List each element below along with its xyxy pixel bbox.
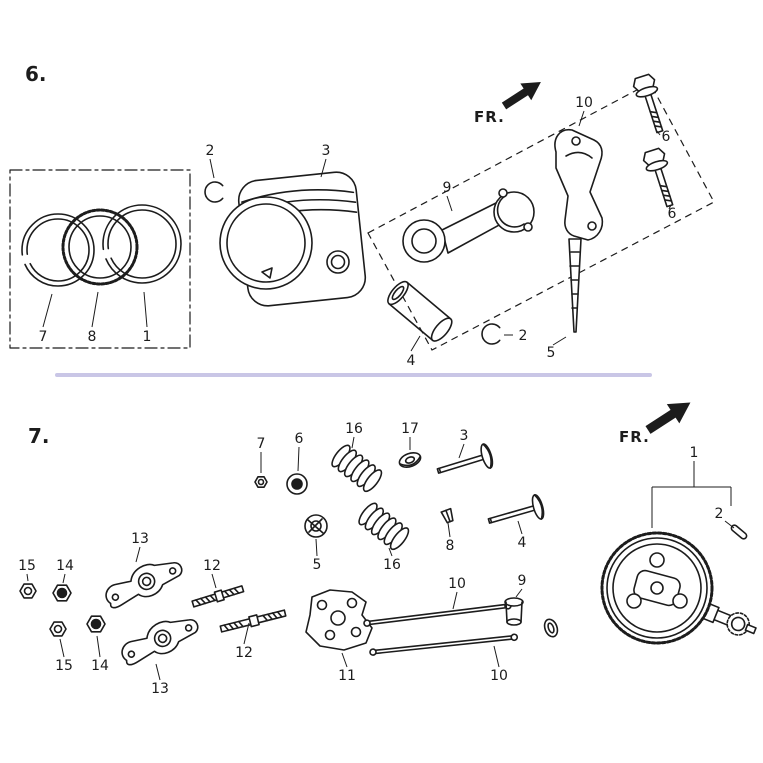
oil-dipper bbox=[568, 238, 582, 333]
stud-bolt-b bbox=[219, 609, 287, 633]
part-label: 7 bbox=[257, 436, 266, 452]
part-label: 8 bbox=[446, 538, 455, 554]
part-label: 12 bbox=[235, 645, 253, 661]
connecting-rod bbox=[402, 188, 535, 263]
part-label: 3 bbox=[322, 143, 331, 159]
part-label: 1 bbox=[143, 329, 152, 345]
adjusting-screw bbox=[286, 473, 308, 495]
rocker-arm-b bbox=[115, 607, 204, 672]
part-label: 14 bbox=[56, 558, 74, 574]
rod-bolt-b bbox=[640, 146, 682, 210]
lock-nut-a bbox=[19, 583, 37, 599]
part-label: 2 bbox=[519, 328, 528, 344]
valve-adjuster-a bbox=[52, 584, 72, 602]
piston-pin-clip-bottom bbox=[481, 323, 501, 345]
part-label: 2 bbox=[715, 506, 724, 522]
part-label: 4 bbox=[518, 535, 527, 551]
part-label: 9 bbox=[518, 573, 527, 589]
part-label: 10 bbox=[575, 95, 593, 111]
part-label: 13 bbox=[151, 681, 169, 697]
rod-cap bbox=[554, 128, 604, 241]
valve-exhaust bbox=[484, 492, 547, 534]
part-label: 1 bbox=[690, 445, 699, 461]
dowel-pin bbox=[730, 524, 748, 540]
camshaft-assembly bbox=[600, 531, 757, 645]
valve-intake bbox=[433, 442, 496, 484]
lock-nut-small bbox=[254, 476, 268, 488]
section-6-number: 6. bbox=[25, 62, 47, 86]
rocker-arm-a bbox=[99, 550, 188, 615]
part-label: 7 bbox=[39, 329, 48, 345]
fr-arrow-icon-bottom bbox=[641, 392, 697, 440]
valve-spring-bottom bbox=[355, 499, 413, 553]
section6-leader-lines bbox=[42, 110, 672, 352]
valve-spring-top bbox=[328, 441, 386, 495]
piston-pin-clip-top bbox=[204, 181, 224, 203]
piston-rings-group bbox=[9, 169, 191, 349]
part-label: 13 bbox=[131, 531, 149, 547]
part-label: 16 bbox=[383, 557, 401, 573]
fr-label-top: FR. bbox=[474, 108, 505, 126]
rod-bolt-a bbox=[630, 72, 672, 136]
spring-retainer bbox=[398, 452, 422, 468]
spring-seat bbox=[304, 514, 328, 538]
section7-leader-lines bbox=[26, 436, 735, 681]
push-rod-a bbox=[362, 601, 513, 628]
piston-ring-oil bbox=[61, 208, 139, 286]
part-label: 8 bbox=[88, 329, 97, 345]
part-label: 17 bbox=[401, 421, 419, 437]
part-label: 6 bbox=[662, 129, 671, 145]
part-label: 12 bbox=[203, 558, 221, 574]
valve-keepers bbox=[440, 507, 454, 524]
fr-indicator-top: FR. bbox=[474, 73, 547, 126]
part-label: 6 bbox=[295, 431, 304, 447]
part-label: 5 bbox=[547, 345, 556, 361]
section-divider bbox=[55, 373, 652, 377]
part-label: 2 bbox=[206, 143, 215, 159]
conrod-boundary-box bbox=[367, 82, 715, 351]
camshaft-label-bracket bbox=[651, 461, 732, 528]
lock-nut-b bbox=[49, 621, 67, 637]
part-label: 9 bbox=[443, 180, 452, 196]
guide-plate bbox=[305, 589, 373, 651]
part-label: 6 bbox=[668, 206, 677, 222]
section-7-number: 7. bbox=[28, 424, 50, 448]
part-label: 15 bbox=[18, 558, 36, 574]
piston-ring-top bbox=[21, 213, 95, 287]
lifter-cap bbox=[543, 618, 559, 638]
part-label: 16 bbox=[345, 421, 363, 437]
fr-label-bottom: FR. bbox=[619, 428, 650, 446]
part-label: 11 bbox=[338, 668, 356, 684]
part-label: 3 bbox=[460, 428, 469, 444]
part-label: 10 bbox=[490, 668, 508, 684]
fr-indicator-bottom: FR. bbox=[619, 392, 697, 446]
part-label: 14 bbox=[91, 658, 109, 674]
valve-tappet bbox=[504, 597, 524, 626]
stud-bolt-a bbox=[191, 585, 245, 608]
piston bbox=[219, 171, 367, 307]
valve-adjuster-b bbox=[86, 615, 106, 633]
fr-arrow-icon-top bbox=[498, 73, 547, 115]
rings-boundary-box bbox=[9, 169, 191, 349]
piston-pin bbox=[387, 280, 453, 342]
part-label: 4 bbox=[407, 353, 416, 369]
part-label: 10 bbox=[448, 576, 466, 592]
part-label: 15 bbox=[55, 658, 73, 674]
piston-ring-second bbox=[102, 204, 182, 284]
part-label: 5 bbox=[313, 557, 322, 573]
